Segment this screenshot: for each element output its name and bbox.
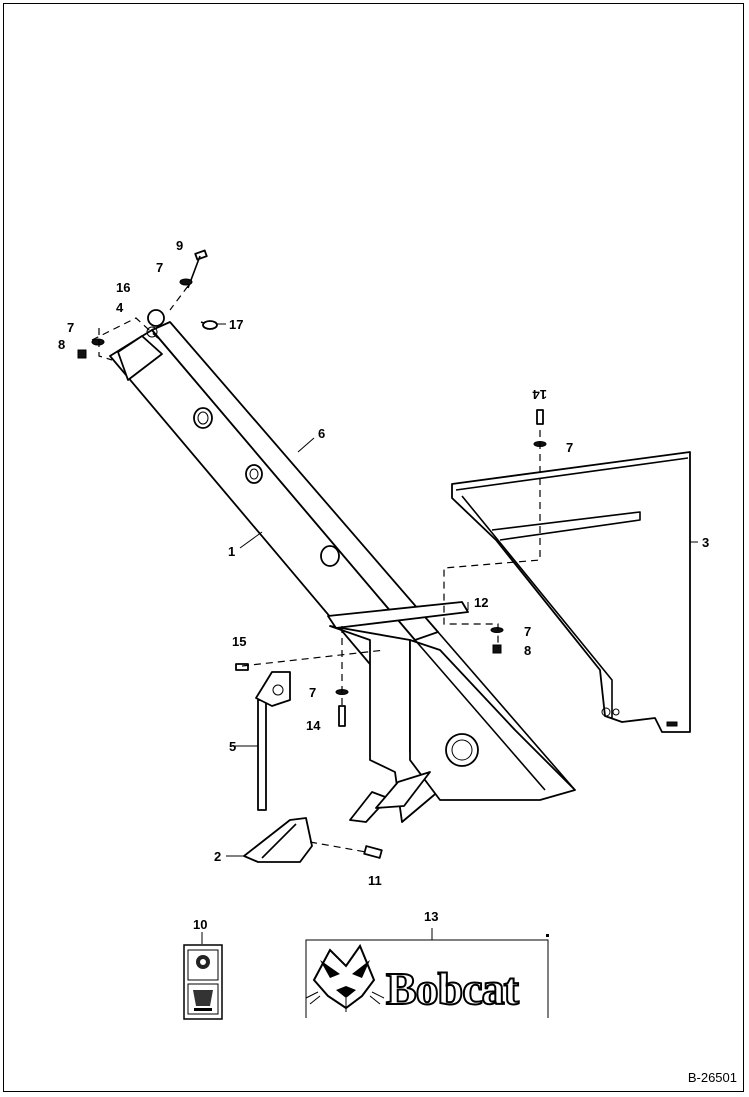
main-frame-part (109, 309, 576, 823)
brand-decal-part: Bobcat (305, 934, 549, 1018)
callout-13: 13 (424, 909, 438, 924)
callout-17: 17 (229, 317, 243, 332)
callout-10: 10 (193, 917, 207, 932)
tooth-part (243, 817, 313, 863)
callout-12: 12 (474, 595, 488, 610)
callout-6: 6 (318, 426, 325, 441)
warning-decal-part (183, 944, 223, 1020)
callout-8-right: 8 (524, 643, 531, 658)
callout-11: 11 (368, 873, 382, 888)
assembly-lines (91, 285, 541, 853)
callout-14: 14 (306, 718, 321, 733)
callout-7-left: 7 (67, 320, 74, 335)
callout-2: 2 (214, 849, 221, 864)
callout-7-right-upper: 7 (566, 440, 573, 455)
callout-9: 9 (176, 238, 183, 253)
leader-lines (201, 323, 698, 944)
callout-labels: 1 2 3 4 5 6 7 7 7 7 7 8 8 9 10 11 12 13 … (58, 238, 709, 932)
callout-3: 3 (702, 535, 709, 550)
callout-5: 5 (229, 739, 236, 754)
pin-strut-part (255, 671, 291, 811)
callout-1: 1 (228, 544, 235, 559)
side-panel-part (451, 451, 691, 733)
callout-15: 15 (232, 634, 246, 649)
callout-4: 4 (116, 300, 124, 315)
bobcat-logo (305, 943, 385, 1012)
callout-16: 16 (116, 280, 130, 295)
figure-id: B-26501 (687, 1070, 737, 1085)
callout-7-center: 7 (309, 685, 316, 700)
callout-7-right-lower: 7 (524, 624, 531, 639)
callout-14-top: 14 (532, 387, 547, 402)
callout-7-top: 7 (156, 260, 163, 275)
callout-8-left: 8 (58, 337, 65, 352)
brand-wordmark: Bobcat (386, 963, 520, 1014)
